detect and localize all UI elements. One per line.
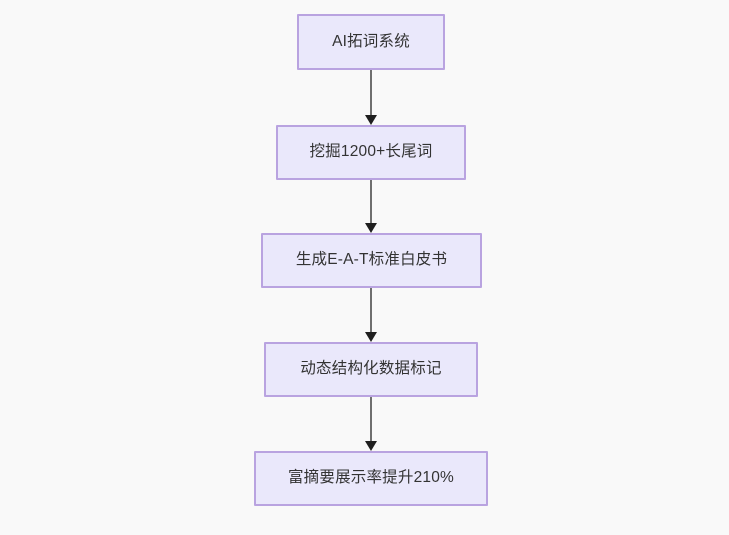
edge-n4-n5 (365, 397, 377, 451)
flowchart-node-mine-longtail-keywords[interactable]: 挖掘1200+长尾词 (276, 125, 466, 180)
arrowhead-icon (365, 223, 377, 233)
arrowhead-icon (365, 441, 377, 451)
node-label: 挖掘1200+长尾词 (309, 143, 433, 161)
node-label: AI拓词系统 (332, 32, 410, 50)
flowchart-node-ai-keyword-system[interactable]: AI拓词系统 (297, 14, 445, 70)
node-label: 动态结构化数据标记 (300, 360, 442, 378)
flowchart-node-dynamic-structured-data-markup[interactable]: 动态结构化数据标记 (264, 342, 478, 397)
node-label: 生成E-A-T标准白皮书 (295, 251, 448, 269)
edge-n2-n3 (365, 180, 377, 233)
edge-n3-n4 (365, 288, 377, 342)
flowchart-node-rich-snippet-rate-increase[interactable]: 富摘要展示率提升210% (254, 451, 488, 506)
flowchart-node-generate-eat-whitepaper[interactable]: 生成E-A-T标准白皮书 (261, 233, 482, 288)
arrowhead-icon (365, 115, 377, 125)
arrowhead-icon (365, 332, 377, 342)
edge-n1-n2 (365, 70, 377, 125)
node-label: 富摘要展示率提升210% (287, 469, 455, 487)
